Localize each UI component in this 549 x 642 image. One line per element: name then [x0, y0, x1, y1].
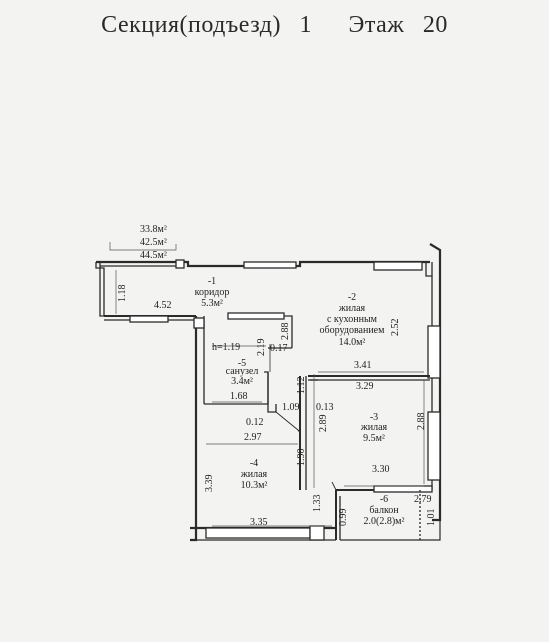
area-total-2: 42.5м² [140, 237, 167, 248]
room-4-number: -4 [249, 458, 259, 469]
section-label: Секция(подъезд) [101, 12, 281, 38]
room-4-name: жилая [240, 469, 268, 480]
dim-2-89: 2.89 [318, 414, 329, 433]
dim-3-30: 3.30 [372, 464, 390, 475]
room-6-area: 2.0(2.8)м² [363, 516, 405, 527]
dim-0-13: 0.13 [316, 402, 334, 413]
window-bottom [205, 527, 311, 539]
room-2-name-3: оборудованием [319, 325, 385, 336]
room-2-name-1: жилая [338, 303, 366, 314]
floor-label: Этаж [348, 12, 405, 38]
room-1-number: -1 [207, 276, 217, 287]
dim-2-19: 2.19 [256, 338, 267, 357]
dim-3-29: 3.29 [356, 381, 374, 392]
floor-number: 20 [422, 12, 448, 38]
corridor-wall-left [190, 316, 198, 542]
window-top-mid [243, 261, 297, 269]
window-right-2 [427, 411, 441, 481]
ceiling-height-label: h=1.19 [212, 342, 241, 353]
window-top-left [129, 315, 169, 323]
room-5-name: санузел [225, 366, 259, 377]
dim-1-90: 1.90 [296, 448, 307, 467]
room-5-number: -5 [237, 358, 247, 369]
room-6-name: балкон [369, 505, 399, 516]
dim-2-97: 2.97 [244, 432, 262, 443]
dim-1-18: 1.18 [117, 284, 128, 303]
room-3-number: -3 [369, 412, 379, 423]
dim-1-33: 1.33 [312, 494, 323, 513]
dim-2-52: 2.52 [390, 318, 401, 337]
section-number: 1 [299, 12, 312, 38]
window-right-1 [427, 325, 441, 379]
room-2-area: 14.0м² [338, 337, 366, 348]
room-3-area: 9.5м² [363, 433, 385, 444]
dim-1-12: 1.12 [296, 376, 307, 395]
dim-0-17: 0.17 [270, 343, 288, 354]
room-6-number: -6 [379, 494, 389, 505]
dim-3-41: 3.41 [354, 360, 372, 371]
dim-2-79: 2.79 [414, 494, 432, 505]
room-4-area: 10.3м² [240, 480, 268, 491]
room-5-area: 3.4м² [231, 376, 253, 387]
dim-3-39: 3.39 [204, 474, 215, 493]
area-total-3: 44.5м² [140, 250, 167, 261]
dim-4-52: 4.52 [154, 300, 172, 311]
door-corridor [193, 317, 205, 329]
dim-1-68: 1.68 [230, 391, 248, 402]
dim-2-88-right: 2.88 [416, 412, 427, 431]
dim-0-99: 0.99 [338, 508, 349, 527]
dim-1-09: 1.09 [282, 402, 300, 413]
outer-wall-right [429, 243, 442, 522]
room-2-number: -2 [347, 292, 357, 303]
area-total-1: 33.8м² [140, 224, 167, 235]
dim-3-35: 3.35 [250, 517, 268, 528]
dim-2-88-top: 2.88 [280, 322, 291, 341]
window-top-right [373, 261, 423, 271]
window-bathroom [227, 312, 285, 320]
room-3-name: жилая [360, 422, 388, 433]
room-1-name: коридор [194, 287, 230, 298]
dim-0-12: 0.12 [246, 417, 264, 428]
balcony-door [373, 485, 433, 493]
dim-1-01: 1.01 [426, 508, 437, 527]
room-1-area: 5.3м² [201, 298, 223, 309]
page-title: Секция(подъезд) 1 Этаж 20 [0, 12, 549, 39]
outer-wall-left-stub [95, 262, 105, 317]
room-2-name-2: с кухонным [326, 314, 378, 325]
